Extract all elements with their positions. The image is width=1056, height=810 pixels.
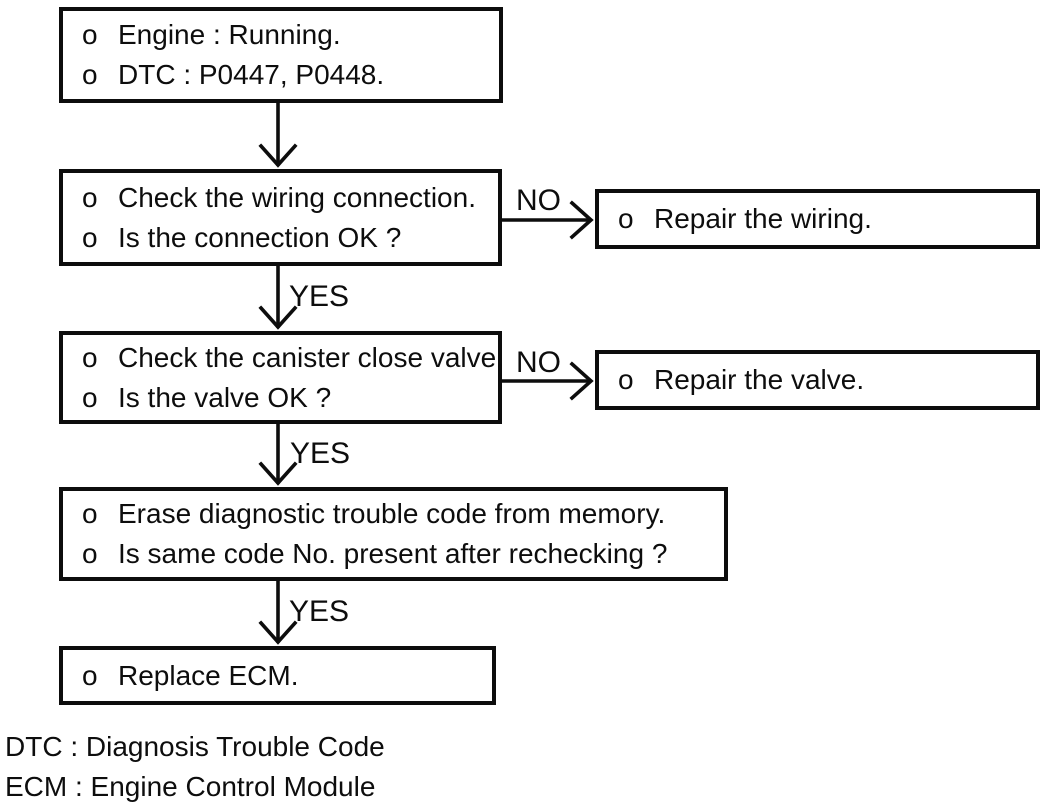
node-repair-valve-text-1: Repair the valve. [654, 364, 865, 395]
node-check-valve-line-2: o Is the valve OK ? [82, 378, 498, 418]
node-check-wiring-line-1: o Check the wiring connection. [82, 178, 498, 218]
node-check-wiring-line-2: o Is the connection OK ? [82, 218, 498, 258]
node-start: o Engine : Running. o DTC : P0447, P0448… [59, 7, 503, 103]
bullet-marker: o [82, 498, 98, 529]
node-check-valve-text-2: Is the valve OK ? [118, 381, 332, 413]
arrowhead-start-to-check-wiring [258, 143, 298, 168]
node-replace-ecm-line-1: o Replace ECM. [82, 656, 492, 696]
bullet-marker: o [82, 538, 98, 569]
edge-label-yes-3: YES [289, 595, 350, 628]
node-check-wiring: o Check the wiring connection. o Is the … [59, 169, 502, 266]
arrowhead-check-valve-to-erase-code [258, 461, 298, 486]
node-repair-wiring-line-1: o Repair the wiring. [618, 199, 1036, 239]
node-start-line-2: o DTC : P0447, P0448. [82, 55, 499, 95]
legend-ecm: ECM : Engine Control Module [5, 771, 376, 802]
node-repair-valve: o Repair the valve. [595, 350, 1040, 410]
arrowhead-check-wiring-to-check-valve [258, 305, 298, 330]
edge-label-no-1: NO [516, 184, 561, 217]
node-repair-valve-line-1: o Repair the valve. [618, 360, 1036, 400]
bullet-marker: o [82, 381, 98, 413]
edge-label-no-2: NO [516, 346, 561, 379]
abbreviation-legend: DTC : Diagnosis Trouble Code ECM : Engin… [5, 727, 385, 807]
arrowhead-no-to-repair-wiring [569, 200, 594, 240]
bullet-marker: o [618, 364, 634, 395]
arrowhead-no-to-repair-valve [569, 361, 594, 401]
bullet-marker: o [82, 659, 98, 691]
edge-label-yes-1: YES [289, 280, 350, 313]
node-erase-code-text-1: Erase diagnostic trouble code from memor… [118, 498, 666, 529]
node-erase-code-line-2: o Is same code No. present after recheck… [82, 534, 724, 574]
node-repair-wiring: o Repair the wiring. [595, 189, 1040, 249]
bullet-marker: o [618, 203, 634, 234]
node-start-text-2: DTC : P0447, P0448. [118, 59, 385, 90]
bullet-marker: o [82, 59, 98, 90]
arrowhead-erase-code-to-replace-ecm [258, 620, 298, 645]
node-start-text-1: Engine : Running. [118, 19, 341, 50]
legend-dtc: DTC : Diagnosis Trouble Code [5, 731, 385, 762]
node-start-line-1: o Engine : Running. [82, 15, 499, 55]
bullet-marker: o [82, 341, 98, 373]
node-check-valve-line-1: o Check the canister close valve. [82, 338, 504, 378]
node-replace-ecm: o Replace ECM. [59, 646, 496, 705]
node-check-valve-text-1: Check the canister close valve. [118, 341, 504, 373]
node-check-wiring-text-2: Is the connection OK ? [118, 221, 402, 253]
node-erase-code-line-1: o Erase diagnostic trouble code from mem… [82, 494, 724, 534]
bullet-marker: o [82, 19, 98, 50]
edge-label-yes-2: YES [290, 437, 351, 470]
node-erase-code-text-2: Is same code No. present after recheckin… [118, 538, 668, 569]
node-check-wiring-text-1: Check the wiring connection. [118, 181, 476, 213]
node-replace-ecm-text-1: Replace ECM. [118, 659, 299, 691]
node-repair-wiring-text-1: Repair the wiring. [654, 203, 872, 234]
node-check-valve: o Check the canister close valve. o Is t… [59, 331, 504, 424]
bullet-marker: o [82, 181, 98, 213]
node-erase-code: o Erase diagnostic trouble code from mem… [59, 487, 728, 581]
bullet-marker: o [82, 221, 98, 253]
